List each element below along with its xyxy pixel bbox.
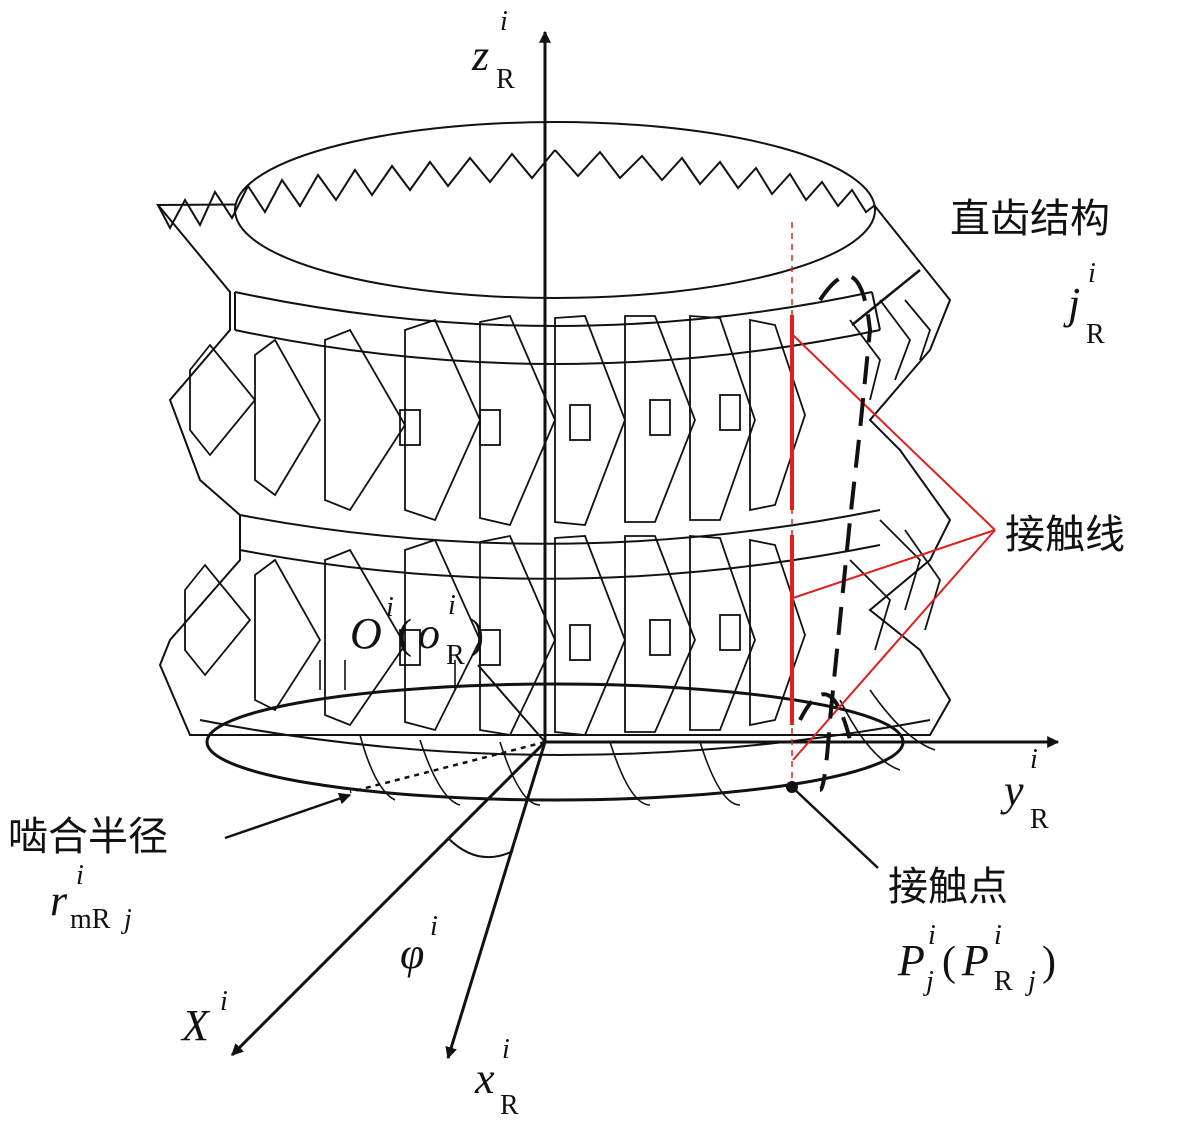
- mesh-circle: [205, 682, 905, 802]
- svg-text:R: R: [1030, 804, 1049, 835]
- svg-text:R: R: [446, 640, 465, 671]
- svg-text:i: i: [430, 911, 438, 942]
- contact-line-leader-1: [792, 334, 996, 531]
- svg-text:r: r: [50, 876, 68, 925]
- svg-text:i: i: [1030, 744, 1038, 775]
- origin-leader: [477, 664, 546, 743]
- svg-text:(: (: [942, 939, 956, 985]
- svg-text:j: j: [1025, 966, 1036, 997]
- mesh-radius-leader: [224, 792, 352, 840]
- svg-text:j: j: [1063, 279, 1080, 328]
- contact-elements: [786, 222, 996, 793]
- mesh-radius-label: 啮合半径: [8, 814, 168, 860]
- svg-text:(: (: [398, 612, 412, 658]
- svg-text:y: y: [1000, 766, 1024, 815]
- svg-text:P: P: [961, 936, 989, 985]
- phi-arc: [447, 837, 514, 859]
- svg-text:): ): [470, 612, 484, 658]
- top-tooth-band: [157, 149, 876, 231]
- mesh-radius-line: [349, 740, 546, 794]
- spur-structure-label: 直齿结构: [950, 196, 1110, 242]
- svg-text:i: i: [386, 592, 394, 623]
- origin-label: O i ( o i R ): [350, 590, 484, 671]
- X-axis: [230, 740, 547, 1057]
- svg-text:i: i: [928, 920, 936, 951]
- contact-point-label: 接触点: [888, 864, 1008, 910]
- svg-text:z: z: [471, 31, 489, 80]
- svg-text:R: R: [496, 64, 515, 95]
- spur-structure-dashed: [818, 274, 873, 792]
- contact-point-leader: [791, 786, 879, 869]
- svg-text:O: O: [350, 609, 382, 658]
- x-axis-label: x i R: [474, 1034, 519, 1121]
- spur-structure-leader: [851, 269, 921, 326]
- svg-text:o: o: [418, 609, 440, 658]
- svg-text:R: R: [1086, 319, 1105, 350]
- svg-text:P: P: [897, 936, 925, 985]
- svg-text:φ: φ: [400, 929, 424, 978]
- svg-text:i: i: [500, 6, 508, 37]
- contact-line-label: 接触线: [1005, 512, 1125, 558]
- spur-structure-symbol: j i R: [1063, 258, 1105, 350]
- svg-text:mR: mR: [70, 904, 111, 935]
- contact-line-leader-2: [792, 529, 996, 599]
- svg-text:R: R: [500, 1090, 519, 1119]
- X-axis-label: X i: [180, 986, 228, 1050]
- svg-text:): ): [1042, 939, 1056, 985]
- svg-text:i: i: [448, 590, 456, 621]
- svg-text:x: x: [474, 1054, 495, 1103]
- y-axis-label: y i R: [1000, 744, 1049, 835]
- z-axis-label: z i R: [471, 6, 515, 95]
- svg-text:X: X: [180, 1001, 211, 1050]
- contact-point-symbol: P i j ( P i R j ): [897, 920, 1056, 997]
- svg-text:j: j: [923, 966, 934, 997]
- svg-text:i: i: [76, 860, 84, 891]
- svg-text:j: j: [121, 904, 132, 935]
- svg-text:i: i: [994, 920, 1002, 951]
- phi-label: φ i: [400, 911, 438, 978]
- gear-body: [155, 121, 952, 756]
- coordinate-axes: [230, 30, 1060, 1060]
- x-axis: [445, 741, 547, 1060]
- svg-text:i: i: [1088, 258, 1096, 289]
- contact-line-leader-3: [792, 529, 996, 761]
- svg-text:R: R: [994, 966, 1013, 997]
- svg-text:i: i: [220, 986, 228, 1017]
- mesh-radius-symbol: r i mR j: [50, 860, 132, 935]
- svg-text:i: i: [502, 1034, 510, 1065]
- leader-lines: [224, 269, 921, 869]
